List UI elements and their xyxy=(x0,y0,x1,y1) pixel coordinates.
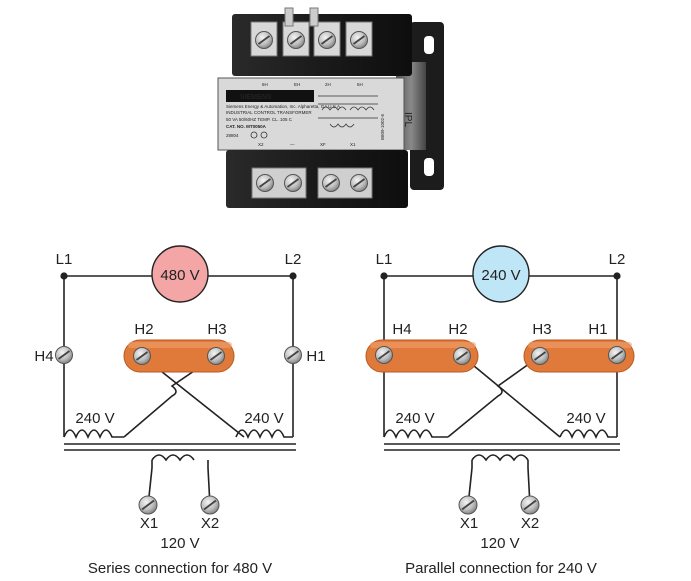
parallel-meter-reading: 240 V xyxy=(481,267,520,284)
parallel-x1-label: X1 xyxy=(460,515,478,532)
rating-label: 50 VA 50/60HZ TEMP. CL. 105 C xyxy=(226,117,293,122)
parallel-right-coil xyxy=(559,429,617,440)
series-right-coil xyxy=(235,429,293,440)
top-terminals xyxy=(250,7,373,57)
transformer-photo: IPL 6H ЕН 2H 5H SIEMENS Siemens Energy &… xyxy=(217,7,444,208)
series-l2-label: L2 xyxy=(285,251,302,268)
terminal-label-x2: X2 xyxy=(258,142,264,147)
parallel-cross-lead-a xyxy=(461,355,561,438)
parallel-left-coil xyxy=(383,429,448,440)
series-h2-screw xyxy=(132,346,152,366)
brand-band xyxy=(226,90,314,102)
series-caption: Series connection for 480 V xyxy=(88,560,272,577)
parallel-h4-screw xyxy=(374,345,394,365)
parallel-x1-screw xyxy=(458,495,478,515)
parallel-l2-label: L2 xyxy=(609,251,626,268)
parallel-voltmeter xyxy=(472,245,530,303)
mounting-slot xyxy=(424,36,434,54)
parallel-right-jumper-highlight xyxy=(528,342,632,348)
series-annotations: 480 V L1 L2 H4 H2 H3 H1 240 V 240 V X1 X… xyxy=(34,245,326,577)
series-secondary-coil xyxy=(151,454,195,462)
code-label: 28804 xyxy=(226,133,239,138)
parallel-h3-screw xyxy=(530,346,550,366)
parallel-l1-label: L1 xyxy=(376,251,393,268)
series-h2-label: H2 xyxy=(134,321,153,338)
mounting-slot xyxy=(424,158,434,176)
terminal-label-5h: 5H xyxy=(357,82,363,87)
core-tab-text: IPL xyxy=(402,112,413,127)
parallel-x2-label: X2 xyxy=(521,515,539,532)
bottom-terminals xyxy=(251,167,373,199)
series-h1-label: H1 xyxy=(306,348,325,365)
series-x1-screw xyxy=(138,495,158,515)
parallel-secondary-coil xyxy=(471,454,529,462)
parallel-right-coil-label: 240 V xyxy=(566,410,605,427)
parallel-h1-screw xyxy=(607,345,627,365)
ul-mark-icon xyxy=(250,131,258,139)
side-code: B609-1002-6 xyxy=(380,113,385,140)
terminal-label-dash: — xyxy=(290,142,295,147)
series-left-coil xyxy=(63,429,124,440)
terminal-label-eh: ЕН xyxy=(294,82,300,87)
series-meter-reading: 480 V xyxy=(160,267,199,284)
series-voltmeter xyxy=(151,245,209,303)
parallel-secondary-label: 120 V xyxy=(480,535,519,552)
parallel-left-coil-label: 240 V xyxy=(395,410,434,427)
maker-line: Siemens Energy & Automation, Inc. Alphar… xyxy=(226,104,341,109)
parallel-h2-label: H2 xyxy=(448,321,467,338)
series-diagram xyxy=(60,272,297,507)
parallel-x2-screw xyxy=(520,495,540,515)
series-cross-lead-b xyxy=(123,355,217,438)
series-x2-label: X2 xyxy=(201,515,219,532)
top-terminal-labels: 6H ЕН 2H 5H xyxy=(262,82,363,87)
series-x2-screw xyxy=(200,495,220,515)
series-h4-screw xyxy=(54,345,74,365)
terminal-label-x1: X1 xyxy=(350,142,356,147)
series-h4-label: H4 xyxy=(34,348,53,365)
catalog-number: CAT. NO. MT0050A xyxy=(226,124,267,129)
product-label: INDUSTRIAL CONTROL TRANSFORMER xyxy=(226,110,312,115)
series-x1-label: X1 xyxy=(140,515,158,532)
parallel-caption: Parallel connection for 240 V xyxy=(405,560,597,577)
brand-label: SIEMENS xyxy=(240,94,272,101)
parallel-diagram xyxy=(380,272,621,507)
series-l1-label: L1 xyxy=(56,251,73,268)
parallel-annotations: 240 V L1 L2 H4 H2 H3 H1 240 V 240 V X1 X… xyxy=(365,245,635,577)
parallel-left-jumper-highlight xyxy=(370,342,476,348)
series-h3-label: H3 xyxy=(207,321,226,338)
parallel-h3-label: H3 xyxy=(532,321,551,338)
parallel-h2-screw xyxy=(452,346,472,366)
terminal-label-2h: 2H xyxy=(325,82,331,87)
series-left-coil-label: 240 V xyxy=(75,410,114,427)
terminal-label-6h: 6H xyxy=(262,82,268,87)
parallel-cross-lead-b xyxy=(447,355,541,438)
series-h1-screw xyxy=(283,345,303,365)
series-jumper-highlight xyxy=(128,342,232,348)
csa-mark-icon xyxy=(260,131,268,139)
series-right-coil-label: 240 V xyxy=(244,410,283,427)
series-secondary-label: 120 V xyxy=(160,535,199,552)
parallel-h1-label: H1 xyxy=(588,321,607,338)
nameplate-schematic-icon xyxy=(318,95,378,128)
terminal-label-xf: XF xyxy=(320,142,326,147)
series-h3-screw xyxy=(206,346,226,366)
bottom-terminal-labels: X2 — XF X1 xyxy=(258,142,356,147)
parallel-h4-label: H4 xyxy=(392,321,411,338)
